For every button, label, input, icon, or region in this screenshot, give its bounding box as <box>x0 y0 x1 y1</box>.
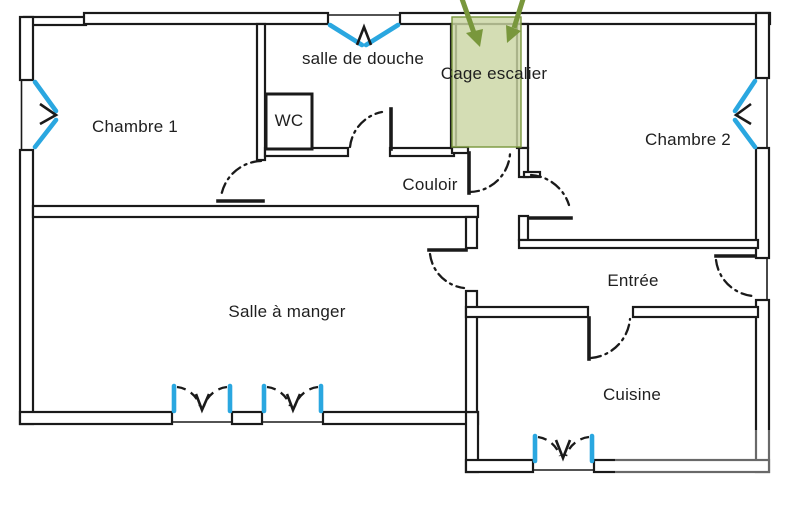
wall-salle-right-b <box>464 289 479 414</box>
wall-entree-bottom-b <box>631 305 760 319</box>
stair-arrowhead-left-icon <box>466 29 483 47</box>
window-caret <box>554 439 572 462</box>
window-sash <box>32 117 59 150</box>
watermark-overlay <box>615 430 800 510</box>
door-chambre1 <box>216 159 265 203</box>
window-chambre2 <box>732 78 758 150</box>
door-cuisine <box>587 316 632 361</box>
interior-walls <box>31 22 760 414</box>
wall-top-a <box>82 11 330 26</box>
wall-bottom-salle-a <box>18 410 174 426</box>
wall-wc-box <box>264 92 314 151</box>
door-arc <box>219 159 263 199</box>
window-arc <box>293 385 319 407</box>
wall-bottom-salle-c <box>321 410 480 426</box>
wall-chambre2-left-b <box>517 214 530 242</box>
window-sash <box>732 78 758 114</box>
window-salle-a-manger-1 <box>171 383 233 414</box>
wall-chambre1-right <box>255 22 267 162</box>
wall-left-a <box>18 15 35 82</box>
window-chambre1 <box>32 79 59 150</box>
room-label-couloir: Couloir <box>402 175 458 194</box>
window-arc <box>564 435 590 457</box>
wall-bottom-cuisine-a <box>464 458 535 474</box>
door-cage-escalier <box>467 151 512 195</box>
wall-right-b <box>754 146 771 260</box>
wall-left-b <box>18 148 35 426</box>
door-arc <box>589 317 632 360</box>
wall-entree-bottom-a <box>464 305 590 319</box>
wall-bottom-salle-b <box>230 410 264 426</box>
window-caret <box>355 23 373 46</box>
window-salle-a-manger-2 <box>261 383 324 414</box>
window-arc <box>266 385 292 407</box>
window-arc <box>537 435 562 457</box>
room-label-salle-de-douche: salle de douche <box>301 49 425 68</box>
room-label-entree: Entrée <box>607 271 659 290</box>
window-sash <box>32 79 59 114</box>
wall-chambre2-bottom <box>517 238 760 250</box>
outer-walls <box>18 11 772 474</box>
windows <box>32 22 758 464</box>
wall-salle-right-a <box>464 215 479 250</box>
door-arc <box>348 110 384 149</box>
window-cuisine <box>532 433 595 464</box>
wall-salle-top <box>31 204 480 219</box>
room-label-cuisine: Cuisine <box>602 385 662 404</box>
stair-arrowhead-right-icon <box>506 25 521 43</box>
wall-couloir-top-b <box>388 146 456 158</box>
stair-arrow-right <box>511 0 526 29</box>
stair-arrow-left <box>459 0 477 34</box>
window-caret <box>733 102 752 126</box>
room-label-chambre1: Chambre 1 <box>92 117 178 136</box>
door-arc <box>529 173 571 207</box>
window-sash <box>363 22 401 48</box>
window-caret <box>194 393 211 414</box>
door-arc <box>467 152 512 194</box>
room-label-wc: WC <box>274 111 304 130</box>
stairwell-highlight <box>451 0 526 148</box>
window-caret <box>39 102 59 126</box>
room-label-cage-escalier: Cage escalier <box>440 64 548 83</box>
room-label-salle-a-manger: Salle à manger <box>228 302 346 321</box>
wall-right-a <box>754 11 771 80</box>
window-salle-de-douche <box>327 22 401 48</box>
door-chambre2 <box>527 173 573 220</box>
room-label-chambre2: Chambre 2 <box>645 130 731 149</box>
window-arc <box>202 385 228 407</box>
window-sash <box>327 22 365 48</box>
window-caret <box>285 393 302 414</box>
door-salle-a-manger <box>427 248 468 290</box>
door-arc <box>428 252 466 290</box>
door-arc <box>714 258 755 298</box>
wall-stair-stub-left <box>450 145 470 155</box>
doors <box>216 107 757 361</box>
door-entree-front <box>714 254 757 298</box>
window-arc <box>176 385 202 407</box>
wall-bottom-cuisine-b <box>592 458 771 474</box>
door-salle-de-douche <box>348 107 393 151</box>
window-sash <box>732 117 758 150</box>
